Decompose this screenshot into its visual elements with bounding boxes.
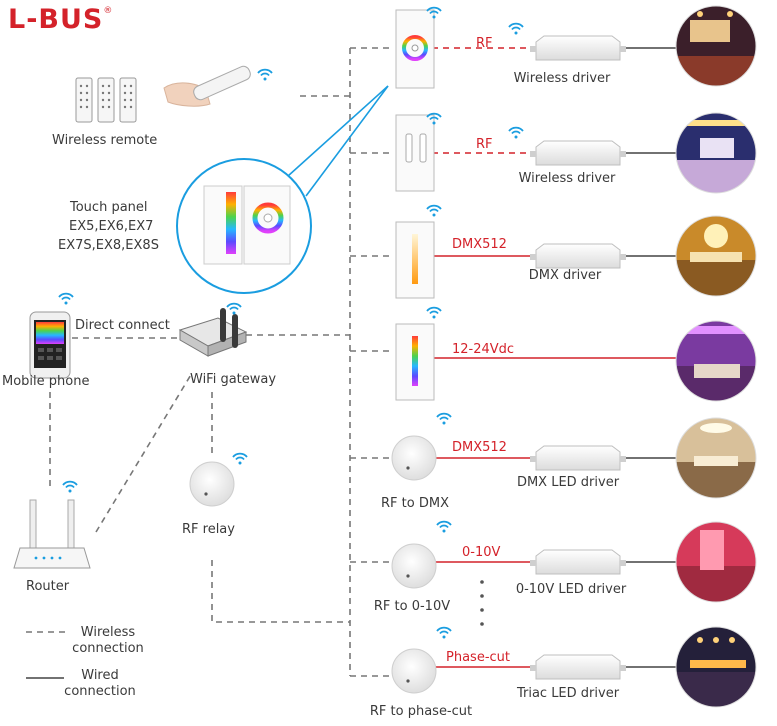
room-photo-1 [675, 5, 757, 87]
driver-6-icon [529, 549, 627, 575]
wireless-remote-label: Wireless remote [52, 133, 158, 148]
rf-010-wifi-icon [436, 520, 452, 534]
touch-panel-models-2: EX7S,EX8,EX8S [58, 238, 159, 253]
room-photo-5 [675, 417, 757, 499]
rf-to-phase-cut-label: RF to phase-cut [369, 704, 473, 719]
row-1-driver-label: Wireless driver [513, 71, 611, 86]
connection-lines [49, 47, 677, 677]
driver-5-icon [529, 445, 627, 471]
gateway-wifi-icon [226, 302, 242, 316]
wifi-gateway-label: WiFi gateway [190, 372, 277, 387]
phone-wifi-icon [58, 292, 74, 306]
legend-wireless-text: Wireless connection [62, 625, 154, 657]
panel-4-icon [395, 323, 435, 401]
driver-2-icon [529, 140, 627, 166]
driver-7-icon [529, 654, 627, 680]
logo-mark: ® [103, 6, 114, 16]
row-7-driver-label: Triac LED driver [516, 686, 620, 701]
legend-wired-2: connection [64, 684, 136, 699]
hand-remote-icon [163, 65, 251, 107]
panel-2-icon [395, 114, 435, 192]
room-photo-4 [675, 320, 757, 402]
logo-text: L-BUS [8, 4, 104, 35]
mobile-phone-icon [29, 311, 71, 379]
brand-logo: L-BUS® [8, 4, 113, 35]
rf-relay-icon [189, 461, 235, 507]
row-6-link-label: 0-10V [462, 545, 501, 560]
legend-wired-1: Wired [81, 668, 119, 683]
driver-3-icon [529, 243, 627, 269]
legend-wireless-1: Wireless [80, 625, 136, 640]
rf-to-0-10v-icon [391, 543, 437, 589]
direct-connect-label: Direct connect [75, 318, 170, 333]
relay-wifi-icon [232, 452, 248, 466]
rf-to-phase-cut-icon [391, 648, 437, 694]
rf-dmx-wifi-icon [436, 412, 452, 426]
legend-wireless-2: connection [72, 641, 144, 656]
room-photo-3 [675, 215, 757, 297]
row-3-driver-label: DMX driver [528, 268, 602, 283]
room-photo-2 [675, 112, 757, 194]
driver-2-wifi-icon [508, 126, 524, 140]
remote-wifi-icon [257, 68, 273, 82]
panel-3-wifi-icon [426, 204, 442, 218]
legend-wired-text: Wired connection [56, 668, 144, 700]
row-3-link-label: DMX512 [452, 237, 507, 252]
router-label: Router [26, 579, 70, 594]
driver-1-wifi-icon [508, 22, 524, 36]
row-7-link-label: Phase-cut [446, 650, 510, 665]
wifi-gateway-icon [178, 308, 248, 357]
room-photo-6 [675, 521, 757, 603]
remote-handsets-icon [75, 77, 137, 123]
wireless-remote-group [75, 65, 273, 123]
router-icon [13, 499, 91, 569]
row-2-link-label: RF [476, 137, 493, 152]
driver-1-icon [529, 35, 627, 61]
touch-panel-title: Touch panel [70, 200, 148, 215]
rf-to-dmx-icon [391, 435, 437, 481]
panel-3-icon [395, 221, 435, 299]
rf-relay-label: RF relay [182, 522, 235, 537]
rf-to-0-10v-label: RF to 0-10V [373, 599, 451, 614]
panel-4-wifi-icon [426, 306, 442, 320]
row-4-link-label: 12-24Vdc [452, 342, 515, 357]
row-6-driver-label: 0-10V LED driver [515, 582, 627, 597]
rf-phase-wifi-icon [436, 626, 452, 640]
row-2-driver-label: Wireless driver [518, 171, 616, 186]
rf-to-dmx-label: RF to DMX [381, 496, 449, 511]
mobile-phone-label: Mobile phone [2, 374, 90, 389]
panel-1-icon [395, 9, 435, 89]
room-photo-7 [675, 626, 757, 708]
row-1-link-label: RF [476, 36, 493, 51]
touch-panel-zoom [176, 158, 312, 294]
row-5-link-label: DMX512 [452, 440, 507, 455]
row-5-driver-label: DMX LED driver [516, 475, 620, 490]
touch-panel-models-1: EX5,EX6,EX7 [69, 219, 154, 234]
router-wifi-icon [62, 480, 78, 494]
